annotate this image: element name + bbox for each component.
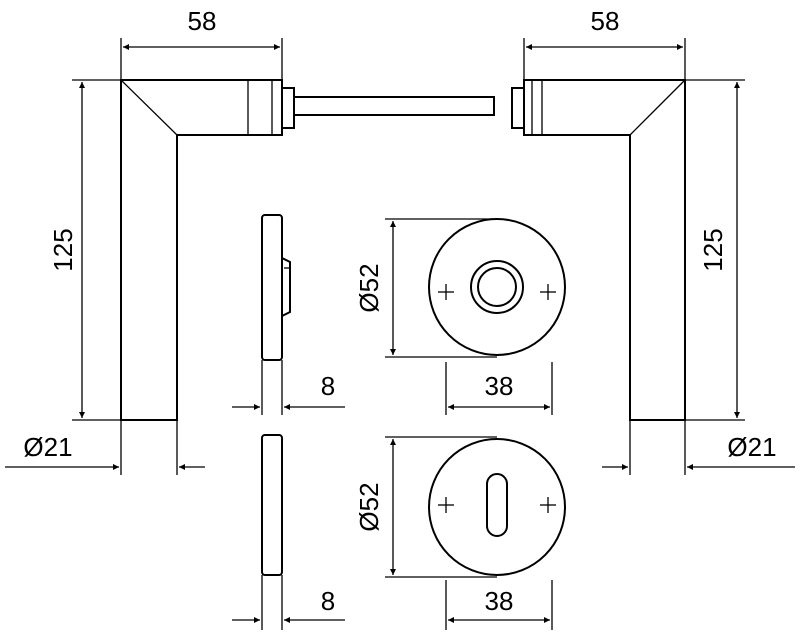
- top-rose-front-view: [428, 218, 566, 356]
- bottom-rose-side-view: 8: [232, 434, 345, 630]
- left-width-dimension: 58: [120, 6, 283, 80]
- left-lever-handle: [120, 79, 495, 421]
- bottom-rose-front-view: [428, 438, 566, 576]
- bottom-rose-diameter-label: Ø52: [354, 482, 384, 531]
- bottom-rose-width-label: 38: [485, 586, 514, 616]
- top-rose-width-dimension: 38: [445, 362, 553, 415]
- top-rose-diameter-label: Ø52: [354, 263, 384, 312]
- bottom-rose-diameter-dimension: Ø52: [354, 436, 497, 578]
- right-diameter-label: Ø21: [727, 432, 776, 462]
- right-lever-handle: [511, 79, 686, 421]
- bottom-rose-thickness-label: 8: [321, 586, 335, 616]
- right-width-label: 58: [591, 6, 620, 36]
- left-diameter-label: Ø21: [23, 432, 72, 462]
- right-height-dimension: 125: [685, 79, 745, 421]
- right-width-dimension: 58: [523, 6, 686, 80]
- left-width-label: 58: [188, 6, 217, 36]
- right-diameter-dimension: Ø21: [602, 420, 795, 475]
- top-rose-width-label: 38: [485, 371, 514, 401]
- bottom-rose-right-screw-icon: [540, 497, 556, 513]
- left-height-label: 125: [48, 228, 78, 271]
- left-diameter-dimension: Ø21: [5, 420, 205, 475]
- top-rose-right-screw-icon: [540, 284, 556, 300]
- top-rose-left-screw-icon: [438, 284, 454, 300]
- top-rose-thickness-label: 8: [321, 371, 335, 401]
- right-height-label: 125: [698, 228, 728, 271]
- top-rose-side-view: 8: [232, 214, 345, 415]
- top-rose-diameter-dimension: Ø52: [354, 218, 497, 358]
- bottom-rose-width-dimension: 38: [445, 580, 553, 630]
- bottom-rose-left-screw-icon: [438, 497, 454, 513]
- left-height-dimension: 125: [48, 79, 121, 421]
